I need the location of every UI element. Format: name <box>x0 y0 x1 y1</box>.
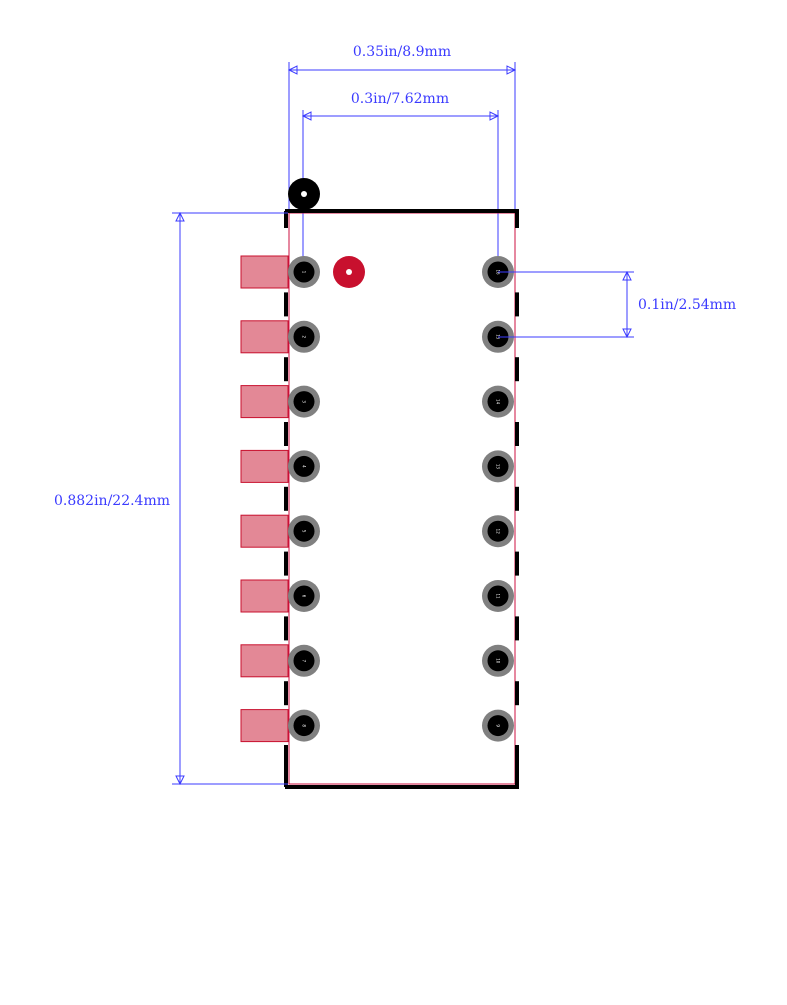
dimension-label-outer-width: 0.35in/8.9mm <box>353 44 451 60</box>
pad: 2 <box>288 320 320 353</box>
side-pad <box>240 255 289 289</box>
pad-hole <box>293 261 315 283</box>
pad-number: 5 <box>302 530 307 533</box>
pad: 11 <box>482 580 514 612</box>
pad-number: 10 <box>496 658 501 664</box>
dimension-pin-pitch: 0.1in/2.54mm <box>498 270 736 339</box>
dimension-label-row-spacing: 0.3in/7.62mm <box>351 91 449 107</box>
dimension-body-length: 0.882in/22.4mm <box>54 211 288 786</box>
side-pad <box>240 579 289 613</box>
pin1-index-dot <box>288 178 320 210</box>
pad-number: 3 <box>302 400 307 403</box>
pad-hole <box>487 650 509 672</box>
pad-hole <box>293 585 315 607</box>
pad-number: 8 <box>302 724 307 727</box>
pad-number: 2 <box>302 336 307 339</box>
side-pad <box>240 320 289 354</box>
pad-hole <box>487 391 509 413</box>
dimension-row-spacing: 0.3in/7.62mm <box>301 91 500 272</box>
pad-number: 11 <box>496 593 501 599</box>
pad-hole <box>487 455 509 477</box>
pad-number: 1 <box>302 271 307 274</box>
silkscreen-outline <box>284 209 519 789</box>
pad-number: 12 <box>496 529 501 535</box>
pad-hole <box>487 715 509 737</box>
pad: 6 <box>288 580 320 612</box>
pad: 4 <box>288 450 320 483</box>
dimension-label-pin-pitch: 0.1in/2.54mm <box>638 297 736 313</box>
pad-hole <box>293 520 315 542</box>
pad-number: 4 <box>302 465 307 468</box>
side-pad <box>240 514 289 548</box>
pad: 8 <box>288 709 320 742</box>
dimension-outer-width: 0.35in/8.9mm <box>287 44 517 210</box>
pad-hole <box>293 715 315 737</box>
pad-number: 6 <box>302 595 307 598</box>
pad-hole <box>293 391 315 413</box>
pad: 10 <box>482 644 514 677</box>
side-pad <box>240 644 289 678</box>
pad-number: 13 <box>496 464 501 470</box>
pads: 11621531441351261171089 <box>288 256 514 742</box>
pad-hole <box>293 650 315 672</box>
side-pad <box>240 709 289 743</box>
pad: 13 <box>482 450 514 483</box>
pad: 12 <box>482 515 514 548</box>
side-pads <box>240 255 289 743</box>
side-pad <box>240 449 289 483</box>
pin1-marker <box>333 256 365 288</box>
side-pad <box>240 385 289 419</box>
pad-number: 9 <box>496 724 501 727</box>
pad: 14 <box>482 385 514 418</box>
pad-number: 14 <box>496 399 501 405</box>
pad: 5 <box>288 515 320 548</box>
pad-hole <box>487 585 509 607</box>
pad: 1 <box>288 256 320 288</box>
pad: 9 <box>482 709 514 742</box>
courtyard-outline <box>288 212 516 785</box>
pad: 7 <box>288 644 320 677</box>
pad-number: 7 <box>302 660 307 663</box>
pad-hole <box>293 326 315 348</box>
pad-hole <box>487 520 509 542</box>
pad-hole <box>293 455 315 477</box>
dimension-label-body-length: 0.882in/22.4mm <box>54 493 170 509</box>
pad: 3 <box>288 385 320 418</box>
